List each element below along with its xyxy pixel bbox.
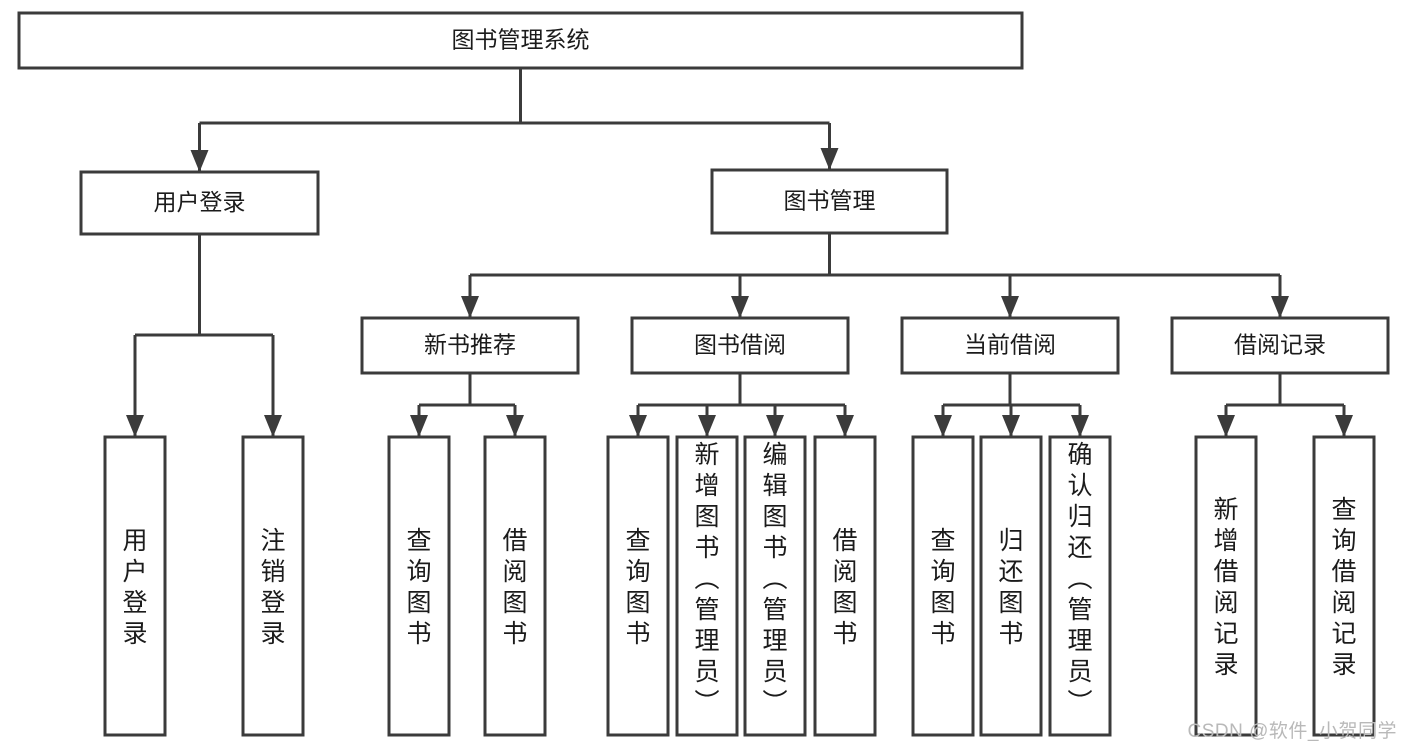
arrow-head: [698, 415, 716, 437]
node-label: 用户登录: [122, 527, 147, 648]
arrow-head: [1002, 415, 1020, 437]
node-label: 新增图书︵管理员︶: [694, 441, 719, 717]
node-leaf-add-record[interactable]: 新增借阅记录: [1194, 435, 1258, 737]
node-rect: [483, 435, 547, 737]
node-rect: [743, 435, 807, 737]
arrow-head: [1217, 415, 1235, 437]
node-label: 查询图书: [406, 527, 431, 648]
node-rect: [103, 435, 167, 737]
node-leaf-logout[interactable]: 注销登录: [241, 435, 305, 737]
node-rect: [710, 168, 949, 235]
node-rect: [900, 316, 1120, 375]
arrow-head: [461, 296, 479, 318]
arrow-head: [836, 415, 854, 437]
node-leaf-borrow-book-1[interactable]: 借阅图书: [483, 435, 547, 737]
node-rect: [911, 435, 975, 737]
arrow-head: [190, 150, 209, 172]
node-label: 用户登录: [154, 189, 246, 215]
node-label: 确认归还︵管理员︶: [1067, 441, 1092, 717]
node-label: 编辑图书︵管理员︶: [762, 441, 787, 717]
node-label: 注销登录: [260, 527, 285, 648]
arrow-head: [731, 296, 749, 318]
node-label: 查询图书: [930, 527, 955, 648]
arrow-head: [766, 415, 784, 437]
node-root-图书管理系统[interactable]: 图书管理系统: [17, 11, 1024, 70]
node-rect: [813, 435, 877, 737]
node-rect: [1170, 316, 1390, 375]
node-label: 归还图书: [998, 527, 1023, 648]
arrow-head: [1335, 415, 1353, 437]
node-label: 图书管理: [784, 188, 876, 214]
node-rect: [79, 170, 320, 236]
node-book-borrow[interactable]: 图书借阅: [630, 316, 850, 375]
node-current-borrow[interactable]: 当前借阅: [900, 316, 1120, 375]
node-label: 借阅图书: [502, 527, 527, 648]
node-leaf-query-book-1[interactable]: 查询图书: [387, 435, 451, 737]
arrow-head: [629, 415, 647, 437]
arrow-head: [1001, 296, 1019, 318]
node-leaf-borrow-book-2[interactable]: 借阅图书: [813, 435, 877, 737]
node-label: 新书推荐: [424, 332, 516, 358]
node-new-book-rec[interactable]: 新书推荐: [360, 316, 580, 375]
arrow-head: [934, 415, 952, 437]
arrow-head: [506, 415, 524, 437]
arrow-head: [1271, 296, 1289, 318]
node-label: 图书借阅: [694, 332, 786, 358]
node-label: 新增借阅记录: [1213, 496, 1238, 679]
node-leaf-add-book[interactable]: 新增图书︵管理员︶: [675, 435, 739, 737]
node-label: 借阅记录: [1234, 332, 1326, 358]
node-rect: [979, 435, 1043, 737]
node-borrow-record[interactable]: 借阅记录: [1170, 316, 1390, 375]
arrow-head: [126, 415, 144, 437]
node-rect: [630, 316, 850, 375]
node-label: 借阅图书: [832, 527, 857, 648]
node-leaf-query-book-2[interactable]: 查询图书: [606, 435, 670, 737]
node-label: 图书管理系统: [452, 27, 590, 53]
node-book-manage[interactable]: 图书管理: [710, 168, 949, 235]
arrow-head: [410, 415, 428, 437]
node-rect: [241, 435, 305, 737]
node-leaf-query-record[interactable]: 查询借阅记录: [1312, 435, 1376, 737]
node-rect: [387, 435, 451, 737]
node-rect: [606, 435, 670, 737]
node-leaf-confirm-return[interactable]: 确认归还︵管理员︶: [1048, 435, 1112, 737]
node-leaf-edit-book[interactable]: 编辑图书︵管理员︶: [743, 435, 807, 737]
node-rect: [1048, 435, 1112, 737]
node-rect: [360, 316, 580, 375]
node-rect: [675, 435, 739, 737]
node-label: 查询借阅记录: [1331, 496, 1356, 679]
arrow-head: [820, 148, 839, 170]
node-label: 当前借阅: [964, 332, 1056, 358]
node-rect: [1194, 435, 1258, 737]
node-label: 查询图书: [625, 527, 650, 648]
node-leaf-query-book-3[interactable]: 查询图书: [911, 435, 975, 737]
node-leaf-user-login[interactable]: 用户登录: [103, 435, 167, 737]
node-rect: [1312, 435, 1376, 737]
connector-layer: [126, 68, 1353, 437]
node-layer: 图书管理系统用户登录图书管理新书推荐图书借阅当前借阅借阅记录用户登录注销登录查询…: [17, 11, 1390, 737]
arrow-head: [1071, 415, 1089, 437]
node-user-login[interactable]: 用户登录: [79, 170, 320, 236]
node-leaf-return-book[interactable]: 归还图书: [979, 435, 1043, 737]
node-rect: [17, 11, 1024, 70]
arrow-head: [264, 415, 282, 437]
